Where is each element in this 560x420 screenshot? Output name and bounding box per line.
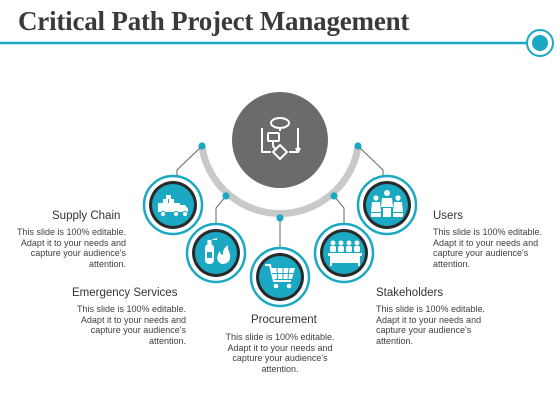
stakeholders-label: Stakeholders [376, 287, 444, 299]
connector-emergency [215, 195, 227, 226]
supply-chain-description: This slide is 100% editable. Adapt it to… [16, 227, 126, 269]
supply-chain-label: Supply Chain [52, 210, 121, 222]
connector-stakeholders [333, 195, 345, 226]
node-procurement [249, 246, 311, 308]
node-stakeholders [313, 222, 375, 284]
connector-lines [176, 145, 384, 250]
connector-dot-supply-chain [198, 142, 206, 150]
node-emergency-services [185, 222, 247, 284]
node-users [356, 174, 418, 236]
connector-users [357, 145, 384, 176]
connector-dot-stakeholders [330, 192, 338, 200]
header-rule-dot [532, 35, 548, 51]
connector-arc [198, 143, 362, 217]
fire-extinguisher-icon [205, 238, 231, 264]
emergency-services-description: This slide is 100% editable. Adapt it to… [76, 304, 186, 346]
connector-supply-chain [176, 145, 203, 176]
shopping-cart-icon [265, 264, 295, 289]
meeting-icon [328, 240, 362, 266]
users-icon [371, 190, 403, 217]
emergency-services-label: Emergency Services [72, 287, 178, 299]
procurement-description: This slide is 100% editable. Adapt it to… [225, 332, 335, 374]
slide-title: Critical Path Project Management [18, 6, 410, 36]
users-description: This slide is 100% editable. Adapt it to… [433, 227, 543, 269]
flowchart-icon [261, 117, 301, 160]
connector-dot-emergency [222, 192, 230, 200]
stakeholders-description: This slide is 100% editable. Adapt it to… [376, 304, 486, 346]
connector-dot-users [354, 142, 362, 150]
procurement-label: Procurement [251, 314, 317, 326]
truck-icon [158, 195, 189, 218]
connector-dot-procurement [276, 214, 284, 222]
users-label: Users [433, 210, 464, 222]
node-supply-chain [142, 174, 204, 236]
